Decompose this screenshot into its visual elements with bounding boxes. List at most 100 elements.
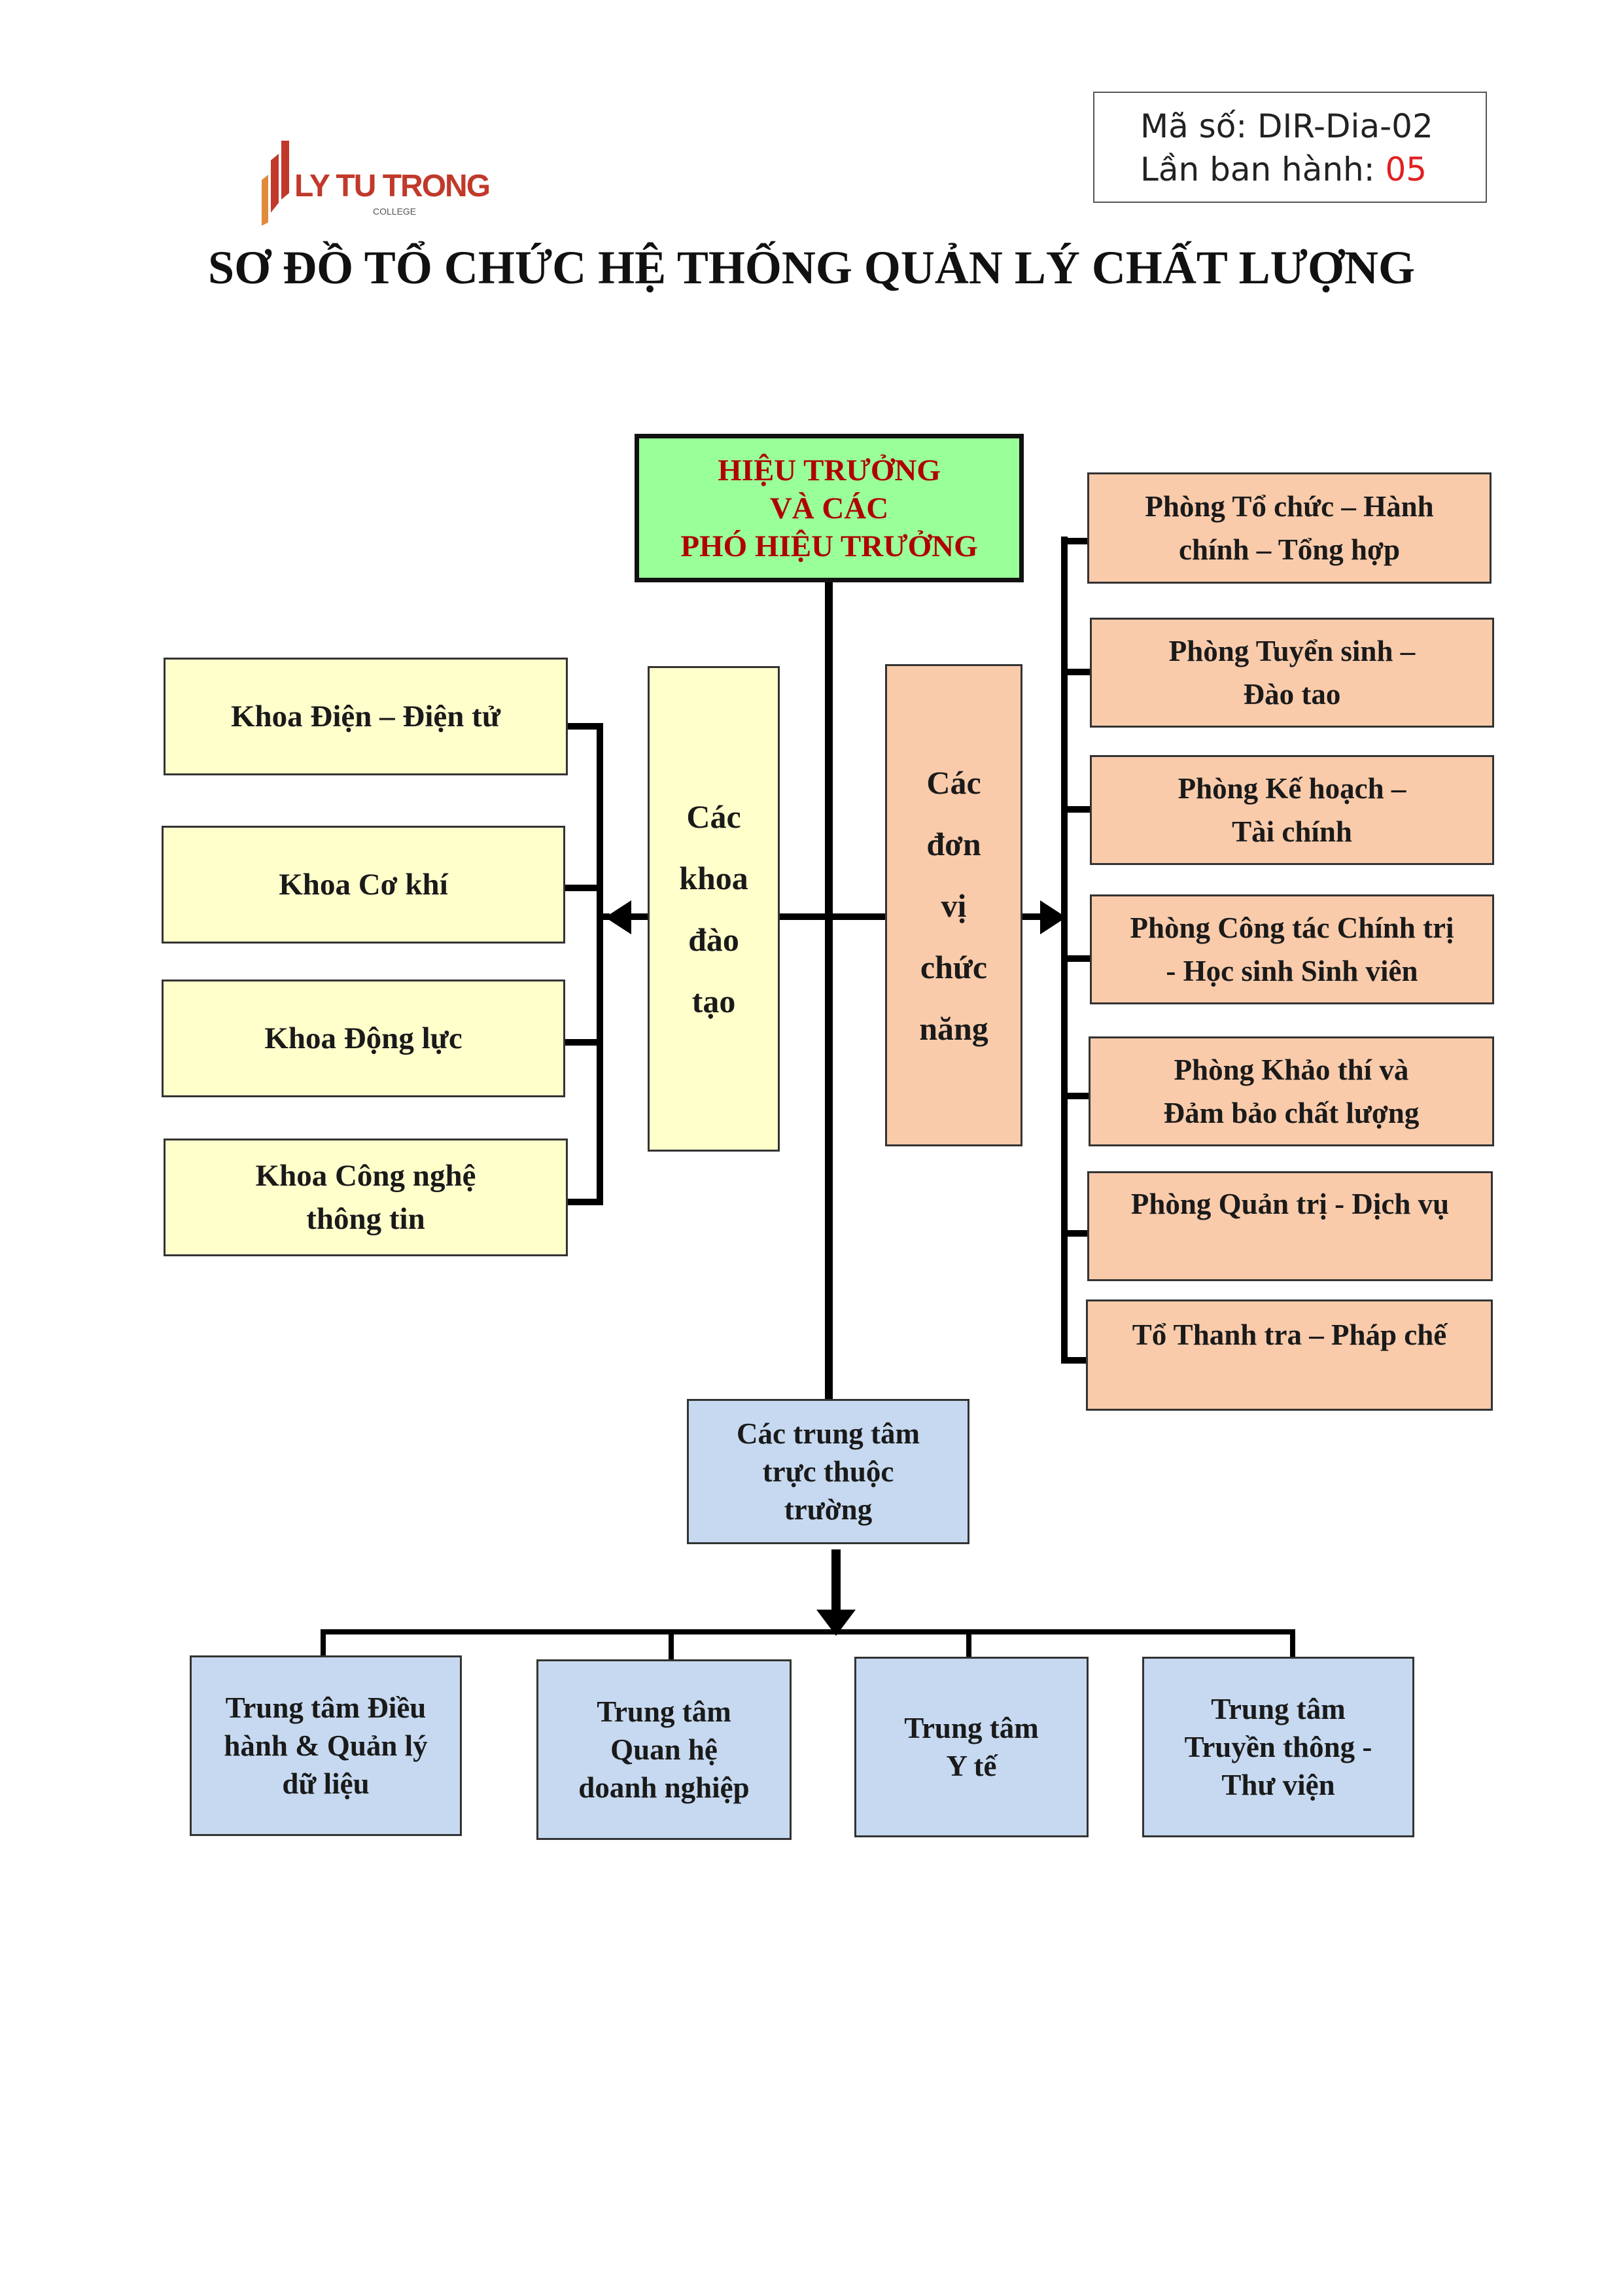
node-dept-line: Phòng Tuyển sinh – bbox=[1168, 635, 1416, 667]
node-centers-group-line: trực thuộc bbox=[762, 1455, 894, 1488]
node-center-line: Trung tâm bbox=[597, 1695, 731, 1728]
node-center-line: Trung tâm Điều bbox=[225, 1691, 427, 1724]
connector-dept-3 bbox=[1061, 806, 1096, 813]
issue-label: Lần ban hành: bbox=[1140, 150, 1386, 188]
connector-dept-7 bbox=[1061, 1357, 1095, 1364]
logo-name: LY TU TRONG bbox=[294, 169, 491, 203]
node-dept-line: Phòng Quản trị - Dịch vụ bbox=[1130, 1188, 1450, 1220]
node-functional-group-line: năng bbox=[919, 1010, 988, 1047]
node-functional-group: Các đơn vị chức năng bbox=[885, 664, 1022, 1146]
node-center-data-management: Trung tâm Điều hành & Quản lý dữ liệu bbox=[190, 1655, 462, 1836]
node-center-line: Trung tâm bbox=[904, 1712, 1039, 1744]
connector-horizontal-middle bbox=[631, 913, 1032, 920]
node-dept-line: Đảm bảo chất lượng bbox=[1163, 1097, 1420, 1129]
node-center-enterprise-relations: Trung tâm Quan hệ doanh nghiệp bbox=[536, 1659, 792, 1840]
node-dept-admissions: Phòng Tuyển sinh – Đào tao bbox=[1090, 618, 1494, 728]
connector-center-3 bbox=[966, 1629, 971, 1662]
node-dept-text: Phòng Khảo thí và Đảm bảo chất lượng bbox=[1164, 1048, 1420, 1135]
connector-left-arrow-stem bbox=[628, 913, 654, 920]
logo-mark-icon bbox=[262, 141, 289, 226]
node-dept-line: - Học sinh Sinh viên bbox=[1166, 955, 1418, 987]
node-functional-group-line: vị bbox=[941, 887, 967, 924]
node-center-line: Trung tâm bbox=[1211, 1693, 1346, 1725]
node-centers-group-line: Các trung tâm bbox=[737, 1417, 920, 1450]
connector-dept-5 bbox=[1061, 1093, 1096, 1099]
connector-right-arrow-shaft bbox=[1021, 913, 1047, 920]
node-centers-group: Các trung tâm trực thuộc trường bbox=[687, 1399, 969, 1544]
node-faculty-group-line: đào bbox=[688, 921, 739, 958]
node-dept-student-affairs: Phòng Công tác Chính trị - Học sinh Sinh… bbox=[1090, 894, 1494, 1004]
node-center-line: Thư viện bbox=[1221, 1769, 1335, 1801]
node-center-line: hành & Quản lý bbox=[224, 1729, 428, 1762]
issue-line: Lần ban hành: 05 bbox=[1140, 148, 1486, 191]
node-center-line: Quan hệ bbox=[610, 1733, 718, 1766]
node-faculty-line: Khoa Cơ khí bbox=[279, 868, 448, 902]
node-dept-finance: Phòng Kế hoạch – Tài chính bbox=[1090, 755, 1494, 865]
node-faculty-mechanical: Khoa Cơ khí bbox=[162, 826, 565, 944]
node-dept-inspection: Tổ Thanh tra – Pháp chế bbox=[1086, 1299, 1493, 1411]
node-center-line: Truyền thông - bbox=[1184, 1731, 1372, 1763]
node-centers-group-line: trường bbox=[784, 1493, 873, 1526]
node-faculty-line: Khoa Công nghệ bbox=[255, 1159, 476, 1193]
node-dept-line: chính – Tổng hợp bbox=[1178, 533, 1400, 566]
node-principal-line: HIỆU TRƯỞNG bbox=[718, 453, 941, 487]
node-center-text: Trung tâm Y tế bbox=[904, 1709, 1038, 1785]
issue-number: 05 bbox=[1385, 150, 1427, 188]
node-faculty-group-line: tạo bbox=[691, 983, 736, 1019]
node-functional-group-line: đơn bbox=[926, 825, 981, 862]
node-faculty-it: Khoa Công nghệ thông tin bbox=[164, 1139, 568, 1256]
node-center-line: Y tế bbox=[946, 1750, 997, 1782]
connector-left-bracket-spine bbox=[597, 726, 603, 1204]
node-dept-text: Phòng Công tác Chính trị - Học sinh Sinh… bbox=[1130, 906, 1454, 993]
connector-left-bracket-arrow-link bbox=[597, 913, 610, 920]
connector-centers-down bbox=[831, 1549, 841, 1615]
connector-centers-horizontal bbox=[321, 1629, 1295, 1634]
node-functional-group-line: Các bbox=[926, 764, 981, 801]
node-center-line: dữ liệu bbox=[282, 1767, 370, 1800]
node-functional-group-text: Các đơn vị chức năng bbox=[919, 752, 988, 1059]
node-center-medical: Trung tâm Y tế bbox=[854, 1657, 1089, 1837]
node-centers-group-text: Các trung tâm trực thuộc trường bbox=[737, 1415, 920, 1528]
connector-center-2 bbox=[669, 1629, 674, 1663]
node-dept-text: Phòng Kế hoạch – Tài chính bbox=[1178, 767, 1406, 853]
node-faculty-group-line: khoa bbox=[679, 860, 748, 896]
node-dept-line: Tổ Thanh tra – Pháp chế bbox=[1132, 1318, 1447, 1351]
node-dept-line: Phòng Công tác Chính trị bbox=[1130, 911, 1454, 944]
node-dept-line: Đào tao bbox=[1243, 678, 1341, 711]
node-functional-group-line: chức bbox=[920, 948, 988, 985]
node-dept-line: Phòng Tổ chức – Hành bbox=[1145, 490, 1434, 523]
node-dept-line: Tài chính bbox=[1232, 815, 1352, 848]
connector-main-trunk bbox=[825, 582, 833, 1413]
node-center-text: Trung tâm Điều hành & Quản lý dữ liệu bbox=[224, 1689, 427, 1803]
node-faculty-group-text: Các khoa đào tạo bbox=[679, 786, 748, 1032]
node-dept-administration-services: Phòng Quản trị - Dịch vụ bbox=[1087, 1171, 1493, 1281]
connector-dept-2 bbox=[1061, 669, 1096, 675]
college-logo: LY TU TRONG COLLEGE bbox=[262, 141, 491, 226]
node-principal-text: HIỆU TRƯỞNG VÀ CÁC PHÓ HIỆU TRƯỞNG bbox=[680, 451, 977, 565]
node-center-text: Trung tâm Quan hệ doanh nghiệp bbox=[578, 1693, 749, 1807]
connector-faculty-1 bbox=[568, 723, 603, 730]
node-dept-text: Phòng Tổ chức – Hành chính – Tổng hợp bbox=[1145, 485, 1433, 571]
node-center-text: Trung tâm Truyền thông - Thư viện bbox=[1185, 1690, 1372, 1804]
connector-right-bracket-spine bbox=[1061, 537, 1068, 1364]
connector-center-1 bbox=[321, 1629, 326, 1661]
node-center-line: doanh nghiệp bbox=[578, 1771, 750, 1804]
connector-faculty-4 bbox=[568, 1199, 603, 1205]
node-faculty-group: Các khoa đào tạo bbox=[648, 666, 780, 1152]
connector-faculty-2 bbox=[565, 885, 603, 891]
document-code-box: Mã số: DIR-Dia-02 Lần ban hành: 05 bbox=[1093, 92, 1487, 203]
node-faculty-line: thông tin bbox=[306, 1202, 425, 1236]
node-faculty-it-text: Khoa Công nghệ thông tin bbox=[256, 1154, 476, 1241]
node-principal-line: PHÓ HIỆU TRƯỞNG bbox=[680, 529, 978, 563]
connector-center-4 bbox=[1290, 1629, 1295, 1662]
page-title: SƠ ĐỒ TỔ CHỨC HỆ THỐNG QUẢN LÝ CHẤT LƯỢN… bbox=[208, 241, 1415, 294]
logo-subtitle: COLLEGE bbox=[373, 206, 417, 217]
node-dept-organization: Phòng Tổ chức – Hành chính – Tổng hợp bbox=[1087, 472, 1492, 584]
connector-faculty-3 bbox=[565, 1039, 603, 1046]
node-faculty-line: Khoa Điện – Điện tử bbox=[230, 699, 501, 733]
node-dept-line: Phòng Kế hoạch – bbox=[1178, 772, 1406, 805]
connector-dept-6 bbox=[1061, 1230, 1095, 1237]
node-faculty-group-line: Các bbox=[686, 798, 741, 835]
connector-dept-4 bbox=[1061, 955, 1096, 962]
connector-dept-1 bbox=[1061, 538, 1094, 544]
